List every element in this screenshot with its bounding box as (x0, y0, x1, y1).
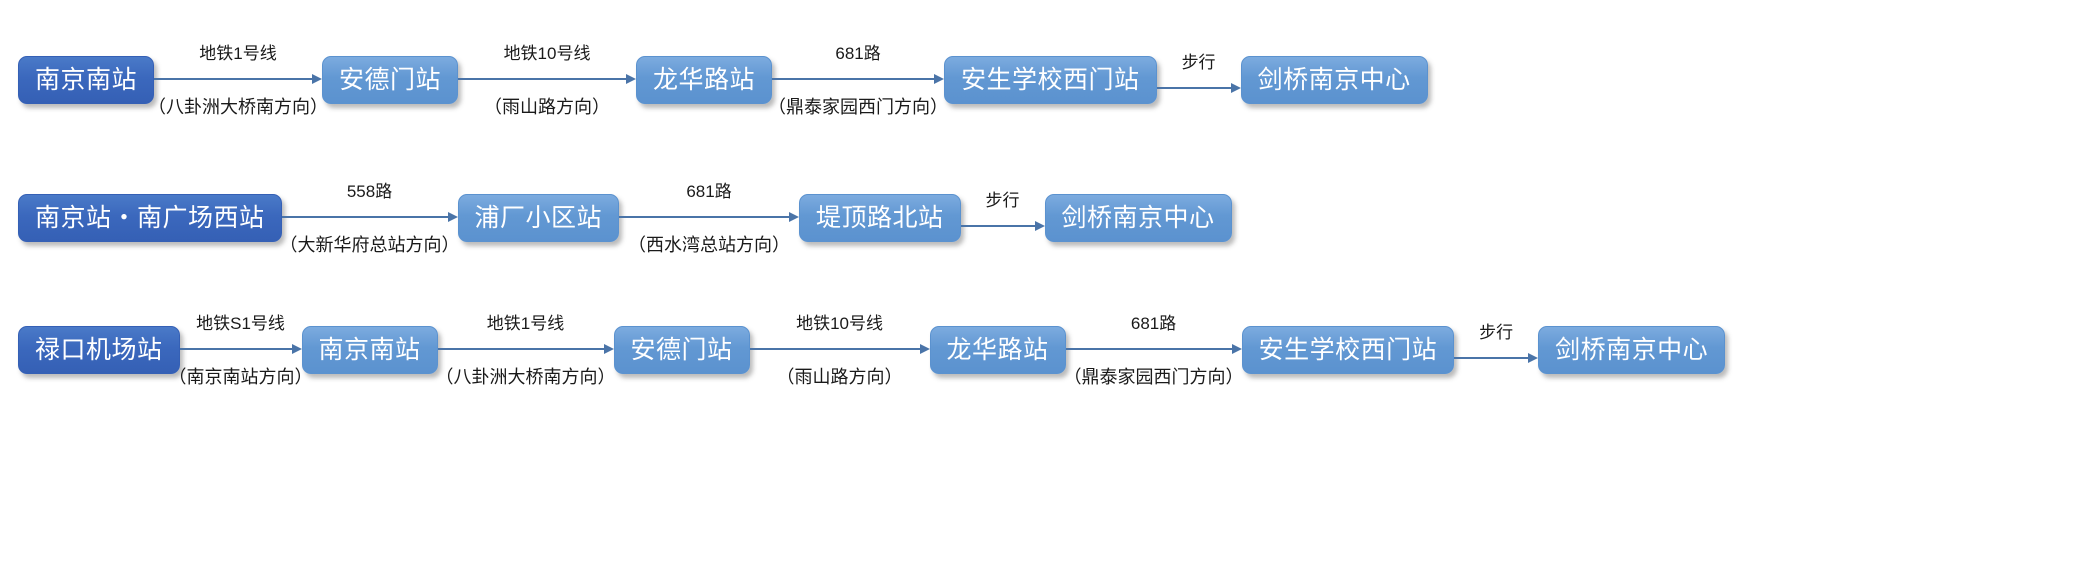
arrow-shaft (960, 224, 1036, 227)
arrow-shaft (749, 347, 921, 350)
leg-line-label: 681路 (686, 181, 732, 201)
route-leg: 地铁S1号线 （南京南站方向） (169, 310, 313, 390)
arrow-shaft (458, 77, 628, 80)
leg-line-label: 步行 (1479, 322, 1514, 342)
arrow-right-icon (281, 209, 458, 225)
arrow-right-icon (437, 341, 614, 357)
leg-line-label: 地铁1号线 (199, 43, 277, 63)
leg-line-label: 地铁S1号线 (196, 313, 285, 333)
leg-direction-label: （西水湾总站方向） (628, 234, 791, 255)
leg-line-label: 步行 (985, 190, 1020, 210)
leg-line-label: 558路 (346, 181, 393, 201)
arrow-shaft (179, 347, 293, 350)
route-leg: 681路 （西水湾总站方向） (619, 178, 800, 258)
leg-direction-label: （鼎泰家园西门方向） (768, 96, 949, 117)
arrow-shaft (1156, 86, 1232, 89)
arrow-head (789, 211, 800, 222)
leg-direction-label: （八卦洲大桥南方向） (435, 366, 616, 387)
route-leg: 步行 (1156, 40, 1241, 120)
station-box[interactable]: 南京南站 (18, 56, 155, 104)
leg-line-label: 地铁1号线 (486, 313, 565, 333)
station-box[interactable]: 浦厂小区站 (457, 194, 620, 242)
leg-direction-label: （鼎泰家园西门方向） (1063, 366, 1244, 387)
station-box[interactable]: 堤顶路北站 (799, 194, 961, 242)
route-row-2: 南京站・南广场西站 558路 （大新华府总站方向）浦厂小区站 681路 （西水湾总站方向… (0, 178, 2081, 258)
arrow-head (626, 73, 637, 84)
arrow-right-icon (458, 71, 637, 87)
route-leg: 地铁1号线 （八卦洲大桥南方向） (435, 310, 616, 390)
arrow-right-icon (154, 71, 323, 87)
arrow-head (1034, 220, 1045, 231)
leg-direction-label: （雨山路方向） (484, 96, 611, 117)
arrow-shaft (154, 77, 314, 80)
station-box[interactable]: 剑桥南京中心 (1538, 326, 1726, 374)
arrow-head (1528, 352, 1539, 363)
arrow-head (934, 73, 945, 84)
station-box[interactable]: 安生学校西门站 (944, 56, 1157, 104)
leg-direction-label: （雨山路方向） (776, 366, 903, 387)
arrow-right-icon (1065, 341, 1242, 357)
leg-line-label: 步行 (1181, 52, 1216, 72)
arrow-shaft (281, 215, 449, 218)
arrow-shaft (1065, 347, 1233, 350)
arrow-right-icon (619, 209, 800, 225)
station-box[interactable]: 南京站・南广场西站 (18, 194, 282, 242)
arrow-head (919, 343, 930, 354)
arrow-right-icon (772, 71, 945, 87)
station-box[interactable]: 安德门站 (322, 56, 459, 104)
route-leg: 地铁1号线 （八卦洲大桥南方向） (148, 40, 328, 120)
arrow-shaft (1454, 356, 1530, 359)
station-box[interactable]: 安生学校西门站 (1241, 326, 1455, 374)
route-leg: 681路 （鼎泰家园西门方向） (1063, 310, 1244, 390)
station-box[interactable]: 禄口机场站 (18, 326, 180, 374)
arrow-shaft (772, 77, 936, 80)
arrow-right-icon (1156, 80, 1241, 96)
arrow-head (603, 343, 614, 354)
station-box[interactable]: 安德门站 (613, 326, 750, 374)
route-leg: 地铁10号线 （雨山路方向） (749, 310, 930, 390)
leg-line-label: 681路 (1130, 313, 1177, 333)
arrow-right-icon (960, 218, 1045, 234)
arrow-head (1231, 343, 1242, 354)
route-leg: 步行 (1454, 310, 1539, 390)
leg-line-label: 681路 (835, 43, 881, 63)
route-leg: 558路 （大新华府总站方向） (279, 178, 460, 258)
arrow-right-icon (1454, 350, 1539, 366)
station-box[interactable]: 南京南站 (301, 326, 438, 374)
arrow-head (1230, 82, 1241, 93)
leg-direction-label: （大新华府总站方向） (279, 234, 460, 255)
route-leg: 步行 (960, 178, 1045, 258)
route-leg: 地铁10号线 （雨山路方向） (458, 40, 637, 120)
route-row-3: 禄口机场站地铁S1号线 （南京南站方向）南京南站 地铁1号线 （八卦洲大桥南方向）安德… (0, 310, 2081, 390)
leg-line-label: 地铁10号线 (503, 43, 591, 63)
arrow-head (312, 73, 323, 84)
arrow-right-icon (749, 341, 930, 357)
leg-line-label: 地铁10号线 (796, 313, 883, 333)
arrow-right-icon (179, 341, 302, 357)
route-row-1: 南京南站 地铁1号线 （八卦洲大桥南方向）安德门站 地铁10号线 （雨山路方向） 龙华路站… (0, 40, 2081, 120)
station-box[interactable]: 剑桥南京中心 (1240, 56, 1428, 104)
station-box[interactable]: 剑桥南京中心 (1044, 194, 1232, 242)
arrow-head (447, 211, 458, 222)
station-box[interactable]: 龙华路站 (929, 326, 1066, 374)
leg-direction-label: （八卦洲大桥南方向） (148, 96, 329, 117)
arrow-shaft (437, 347, 605, 350)
route-leg: 681路 （鼎泰家园西门方向） (768, 40, 948, 120)
arrow-head (291, 343, 302, 354)
leg-direction-label: （南京南站方向） (168, 366, 313, 387)
arrow-shaft (619, 215, 791, 218)
station-box[interactable]: 龙华路站 (636, 56, 773, 104)
